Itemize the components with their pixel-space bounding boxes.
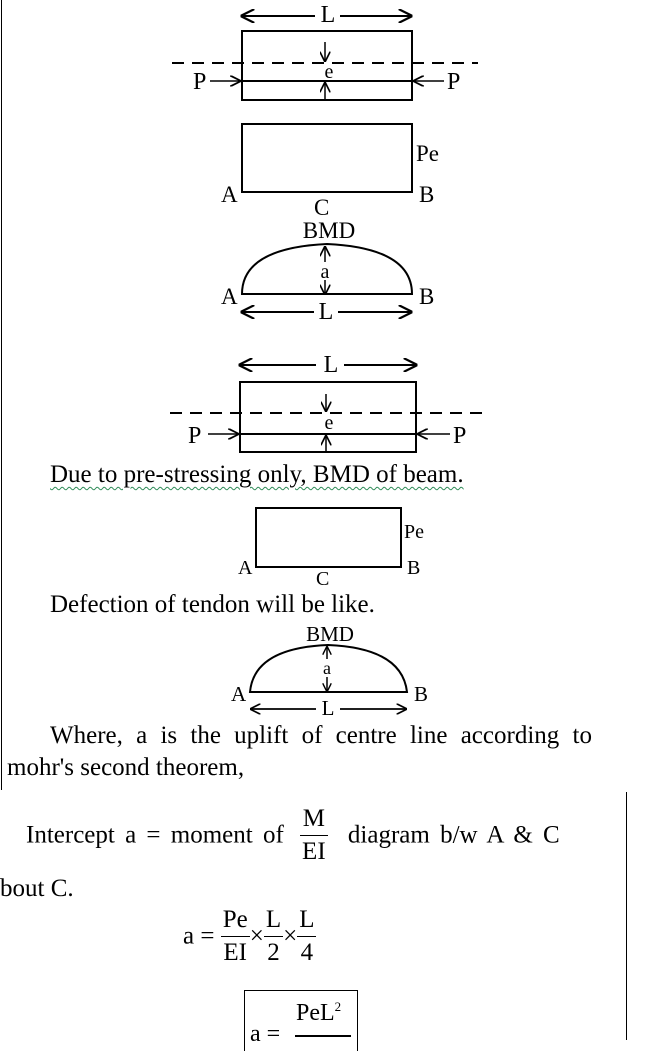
point-b-label: B bbox=[407, 557, 420, 579]
eccentricity-label: e bbox=[325, 412, 334, 434]
intercept-suffix: diagram b/w A & C bbox=[347, 821, 560, 849]
m-over-ei-fraction: M EI bbox=[300, 805, 328, 865]
point-a-label: A bbox=[238, 557, 253, 579]
beam-diagram-2: L e P P bbox=[170, 352, 484, 453]
boxed-fraction-bar bbox=[295, 1035, 351, 1037]
length-label: L bbox=[324, 352, 339, 378]
boxed-result: PeL2 a = bbox=[244, 990, 358, 1051]
beam-rect bbox=[241, 30, 413, 101]
bmd-arc-2: BMD a A B L bbox=[231, 622, 428, 720]
uplift-label: a bbox=[321, 261, 330, 283]
text-line-deflection: Defection of tendon will be like. bbox=[50, 591, 375, 618]
point-b-label: B bbox=[419, 182, 434, 207]
length-label: L bbox=[321, 2, 336, 28]
intercept-line: Intercept a = moment of M EI diagram b/w… bbox=[26, 805, 560, 866]
force-label-left: P bbox=[188, 423, 201, 449]
force-label-right: P bbox=[453, 423, 466, 449]
moment-label: Pe bbox=[404, 521, 424, 543]
point-b-label: B bbox=[419, 284, 434, 309]
text-line-where: Where, a is the uplift of centre line ac… bbox=[50, 722, 592, 749]
bmd-rectangle-2: Pe A B C bbox=[238, 507, 424, 590]
point-a-label: A bbox=[221, 284, 238, 309]
moment-label: Pe bbox=[416, 141, 439, 166]
bmd-arc-1: BMD a A B L bbox=[221, 218, 434, 325]
bmd-label: BMD bbox=[306, 622, 354, 646]
beam-diagram-1: L e P P bbox=[172, 2, 478, 101]
uplift-equation: a = Pe EI × L 2 × L 4 bbox=[183, 906, 317, 966]
length-label: L bbox=[322, 696, 335, 720]
point-c-label: C bbox=[316, 568, 329, 590]
right-border bbox=[626, 792, 627, 1040]
l-over-4-fraction: L 4 bbox=[297, 906, 317, 966]
text-line-prestress: Due to pre-stressing only, BMD of beam. bbox=[50, 461, 464, 488]
point-a-label: A bbox=[231, 682, 247, 706]
bmd-rectangle-1: Pe A B C bbox=[221, 123, 439, 220]
force-label-left: P bbox=[193, 69, 206, 95]
l-over-2-fraction: L 2 bbox=[263, 906, 284, 966]
top-diagrams: L e P P Pe A B C BMD a A B L bbox=[172, 2, 478, 325]
beam-rect bbox=[239, 381, 417, 453]
uplift-label: a bbox=[323, 658, 331, 678]
point-c-label: C bbox=[314, 195, 329, 220]
left-border bbox=[1, 0, 2, 790]
boxed-numerator: PeL2 bbox=[296, 999, 342, 1026]
force-label-right: P bbox=[447, 69, 460, 95]
eccentricity-label: e bbox=[325, 61, 334, 83]
point-b-label: B bbox=[414, 682, 428, 706]
text-line-about-c: bout C. bbox=[0, 875, 74, 902]
length-label: L bbox=[319, 299, 334, 325]
point-a-label: A bbox=[221, 182, 238, 207]
pe-over-ei-fraction: Pe EI bbox=[220, 906, 250, 966]
boxed-lhs: a = bbox=[250, 1021, 281, 1047]
text-line-mohr: mohr's second theorem, bbox=[7, 754, 245, 781]
intercept-prefix: Intercept a = moment of bbox=[26, 821, 284, 849]
bmd-label: BMD bbox=[303, 218, 355, 243]
